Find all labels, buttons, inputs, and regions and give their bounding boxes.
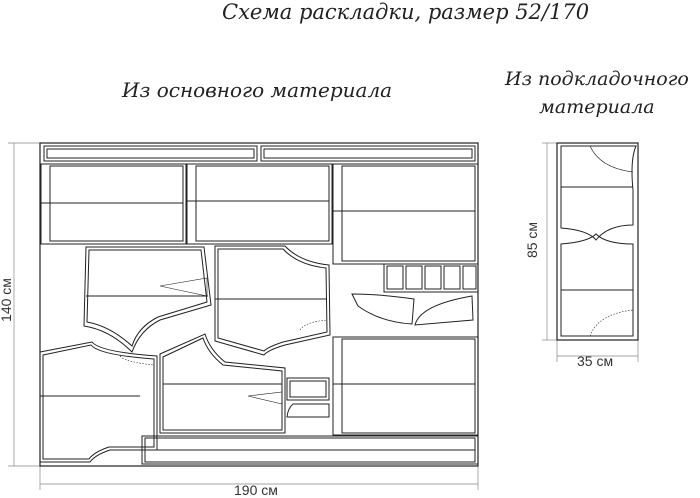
main-width-label: 190 см: [234, 482, 278, 498]
small-piece-1: [286, 377, 330, 401]
curved-piece-2: [414, 295, 474, 326]
back-piece-1: [214, 245, 331, 356]
lining-piece-1: [560, 145, 637, 241]
strip-piece-top-left: [43, 145, 258, 162]
front-piece-2: [159, 333, 286, 434]
strip-piece-top-right: [260, 145, 476, 162]
front-piece-1: [83, 246, 212, 353]
lining-width-label: 35 см: [577, 353, 614, 369]
small-blocks: [383, 263, 479, 293]
rect-piece-4: [332, 336, 479, 436]
rect-piece-2: [186, 163, 333, 245]
main-height-label: 140 см: [0, 278, 14, 322]
rect-piece-3: [332, 163, 479, 265]
lining-height-label: 85 см: [524, 221, 541, 259]
layout-title: Схема раскладки, размер 52/170: [222, 0, 590, 24]
main-fabric-sheet: [39, 142, 479, 467]
lining-fabric-heading: Из подкладочного материала: [505, 65, 689, 121]
lining-heading-line2: материала: [539, 96, 655, 118]
lining-heading-line1: Из подкладочного: [505, 68, 689, 90]
small-piece-2: [286, 403, 330, 418]
rect-piece-1: [40, 163, 187, 245]
lining-piece-2: [560, 233, 634, 337]
main-fabric-heading: Из основного материала: [122, 78, 393, 102]
curved-piece-1: [351, 293, 415, 325]
back-piece-2: [39, 341, 158, 463]
strip-piece-bottom: [141, 435, 479, 465]
dimension-lines: [8, 142, 639, 490]
lining-fabric-sheet: [556, 142, 639, 341]
